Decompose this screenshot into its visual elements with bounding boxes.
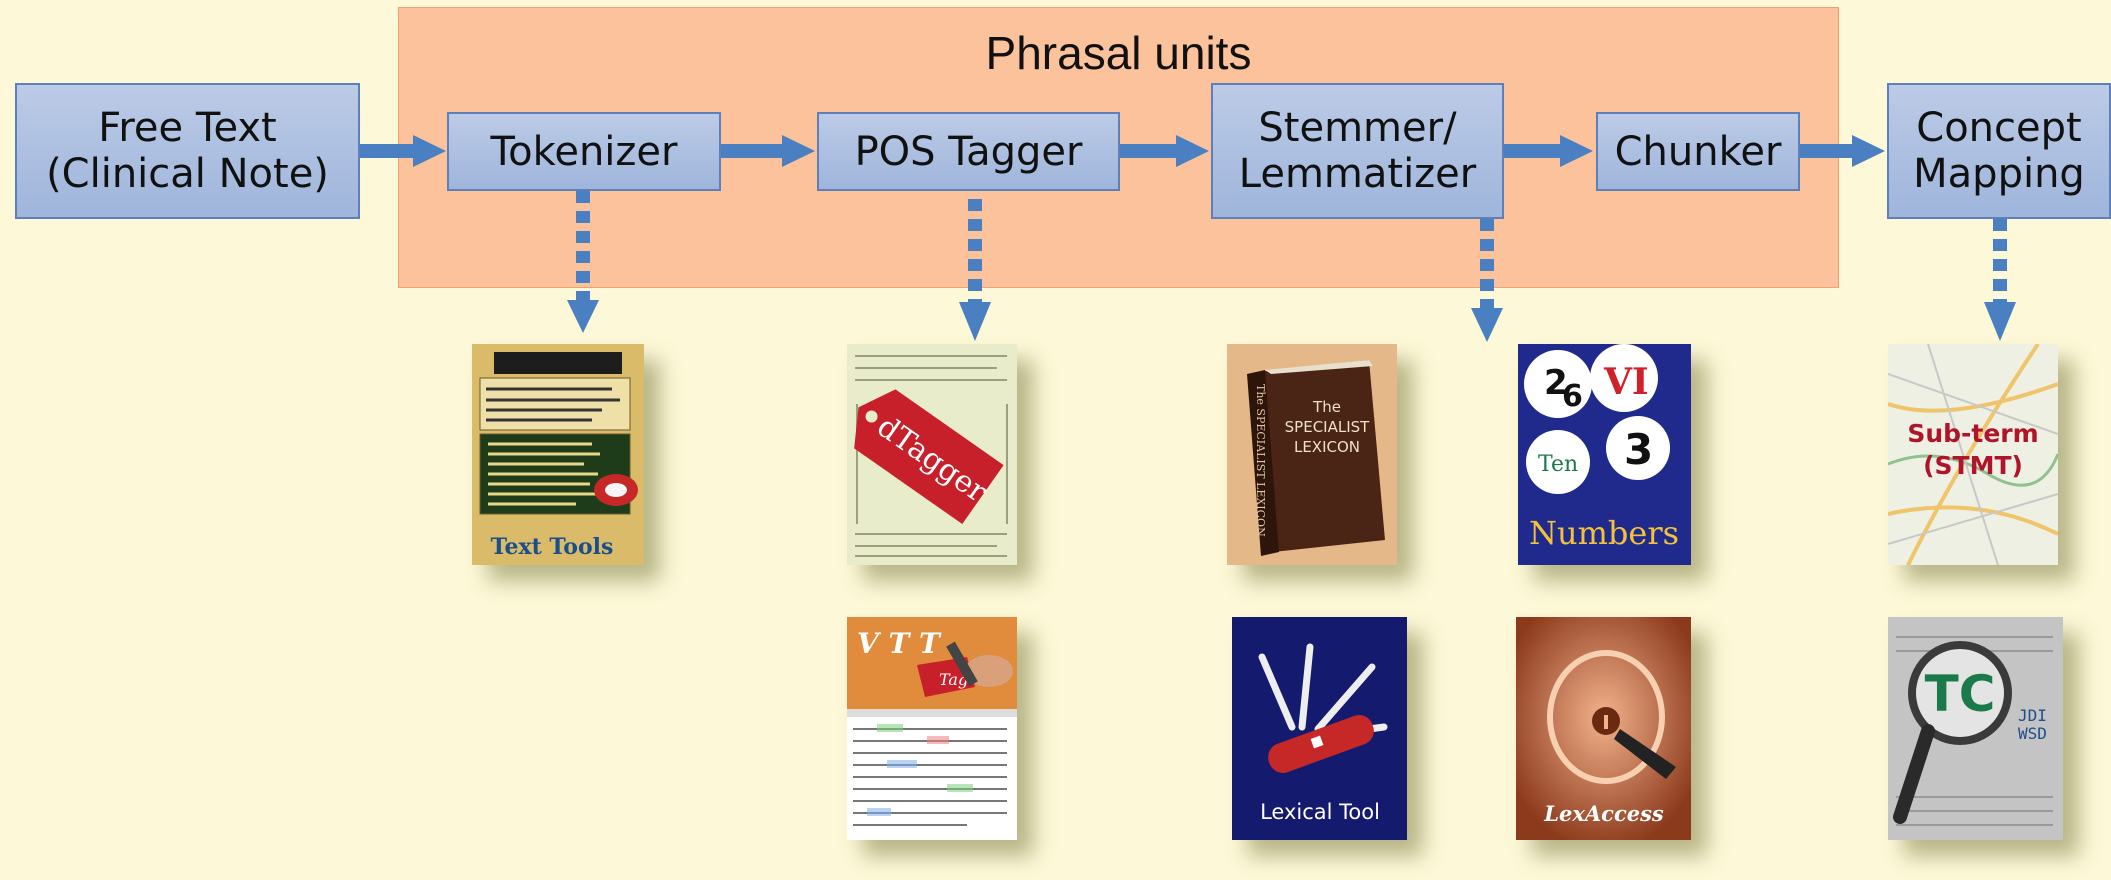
stemmer-lemmatizer-box: Stemmer/ Lemmatizer: [1211, 83, 1504, 219]
lexicon-title-3: LEXICON: [1294, 438, 1360, 456]
arrow-stemmer-to-chunker: [1504, 135, 1593, 167]
arrow-chunker-to-concept-mapping: [1800, 135, 1885, 167]
pos-tagger-box: POS Tagger: [817, 112, 1120, 191]
arrow-pos-tagger-to-stemmer: [1120, 135, 1209, 167]
numbers-three: 3: [1624, 425, 1653, 474]
numbers-six: 6: [1562, 379, 1583, 414]
numbers-vi: VI: [1603, 361, 1649, 403]
lexicon-spine: The SPECIALIST LEXICON: [1254, 384, 1267, 537]
tc-label: TC: [1925, 665, 1996, 723]
numbers-two: 2: [1544, 363, 1568, 403]
vtt-tile: V T T Tag: [847, 617, 1017, 840]
wsd-label: WSD: [2018, 724, 2047, 743]
arrow-tokenizer-to-pos-tagger: [721, 135, 815, 167]
panel-title: Phrasal units: [985, 27, 1252, 79]
numbers-label: Numbers: [1529, 514, 1679, 552]
lexicon-title-2: SPECIALIST: [1285, 418, 1371, 436]
arrow-free-text-to-tokenizer: [360, 135, 446, 167]
numbers-tile: 2 6 VI Ten 3 Numbers: [1518, 344, 1691, 565]
lexical-tool-label: Lexical Tool: [1260, 800, 1380, 824]
vtt-title: V T T: [857, 627, 942, 660]
subterm-line2: (STMT): [1923, 451, 2023, 480]
tc-jdi-wsd-tile: TC JDI WSD: [1888, 617, 2063, 840]
subterm-stmt-tile: Sub-term (STMT): [1888, 344, 2058, 565]
subterm-line1: Sub-term: [1907, 419, 2038, 448]
lexaccess-label: LexAccess: [1543, 801, 1664, 826]
chunker-box: Chunker: [1596, 112, 1800, 191]
lexicon-title-1: The: [1312, 398, 1341, 416]
vtt-tag-label: Tag: [939, 670, 968, 689]
numbers-ten: Ten: [1538, 452, 1578, 477]
lexaccess-tile: LexAccess: [1516, 617, 1691, 840]
dtagger-tile: dTagger: [847, 344, 1017, 565]
lexical-tool-tile: Lexical Tool: [1232, 617, 1407, 840]
jdi-label: JDI: [2018, 706, 2047, 725]
text-tools-label: Text Tools: [491, 534, 614, 560]
free-text-box: Free Text (Clinical Note): [15, 83, 360, 219]
tokenizer-box: Tokenizer: [447, 112, 721, 191]
concept-mapping-box: Concept Mapping: [1887, 83, 2111, 219]
text-tools-tile: Text Tools: [472, 344, 644, 565]
specialist-lexicon-tile: The SPECIALIST LEXICON The SPECIALIST LE…: [1227, 344, 1397, 565]
